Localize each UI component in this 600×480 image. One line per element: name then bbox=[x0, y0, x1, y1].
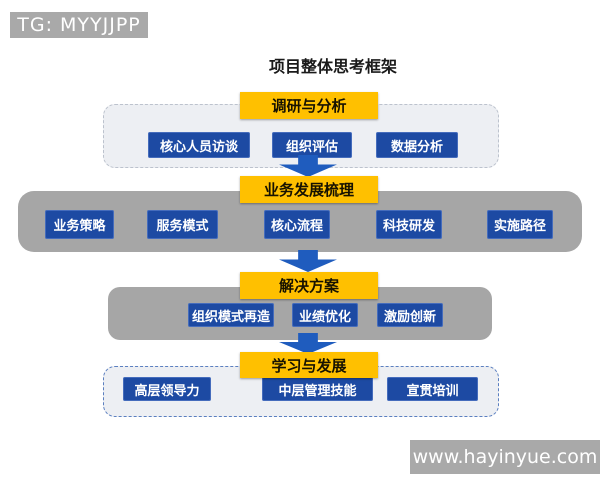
tier3-item-performance-optimization: 业绩优化 bbox=[292, 303, 358, 327]
tier1-item-data-analysis: 数据分析 bbox=[376, 132, 458, 158]
stage-header-business-dev: 业务发展梳理 bbox=[240, 176, 378, 203]
tier2-item-business-strategy: 业务策略 bbox=[45, 210, 114, 239]
watermark-badge: www.hayinyue.com bbox=[410, 440, 600, 474]
tier2-item-service-model: 服务模式 bbox=[147, 210, 218, 239]
tier1-item-interviews: 核心人员访谈 bbox=[148, 132, 250, 158]
tier2-item-core-process: 核心流程 bbox=[264, 210, 330, 239]
tier2-item-tech-rd: 科技研发 bbox=[376, 210, 442, 239]
tier1-item-org-assessment: 组织评估 bbox=[272, 132, 352, 158]
tier3-item-org-remodeling: 组织模式再造 bbox=[188, 303, 274, 327]
tier3-item-incentive-innovation: 激励创新 bbox=[377, 303, 443, 327]
tier4-item-middle-mgmt-skills: 中层管理技能 bbox=[262, 377, 373, 401]
down-arrow-icon bbox=[279, 250, 337, 272]
stage-header-research: 调研与分析 bbox=[240, 92, 378, 119]
page-title: 项目整体思考框架 bbox=[268, 57, 397, 76]
tier4-item-promotion-training: 宣贯培训 bbox=[387, 377, 478, 401]
tier2-item-implementation-path: 实施路径 bbox=[487, 210, 553, 239]
tg-badge: TG: MYYJJPP bbox=[10, 12, 148, 38]
stage-header-learning-dev: 学习与发展 bbox=[240, 352, 378, 378]
stage-header-solutions: 解决方案 bbox=[240, 272, 378, 299]
tier4-item-senior-leadership: 高层领导力 bbox=[123, 377, 211, 401]
